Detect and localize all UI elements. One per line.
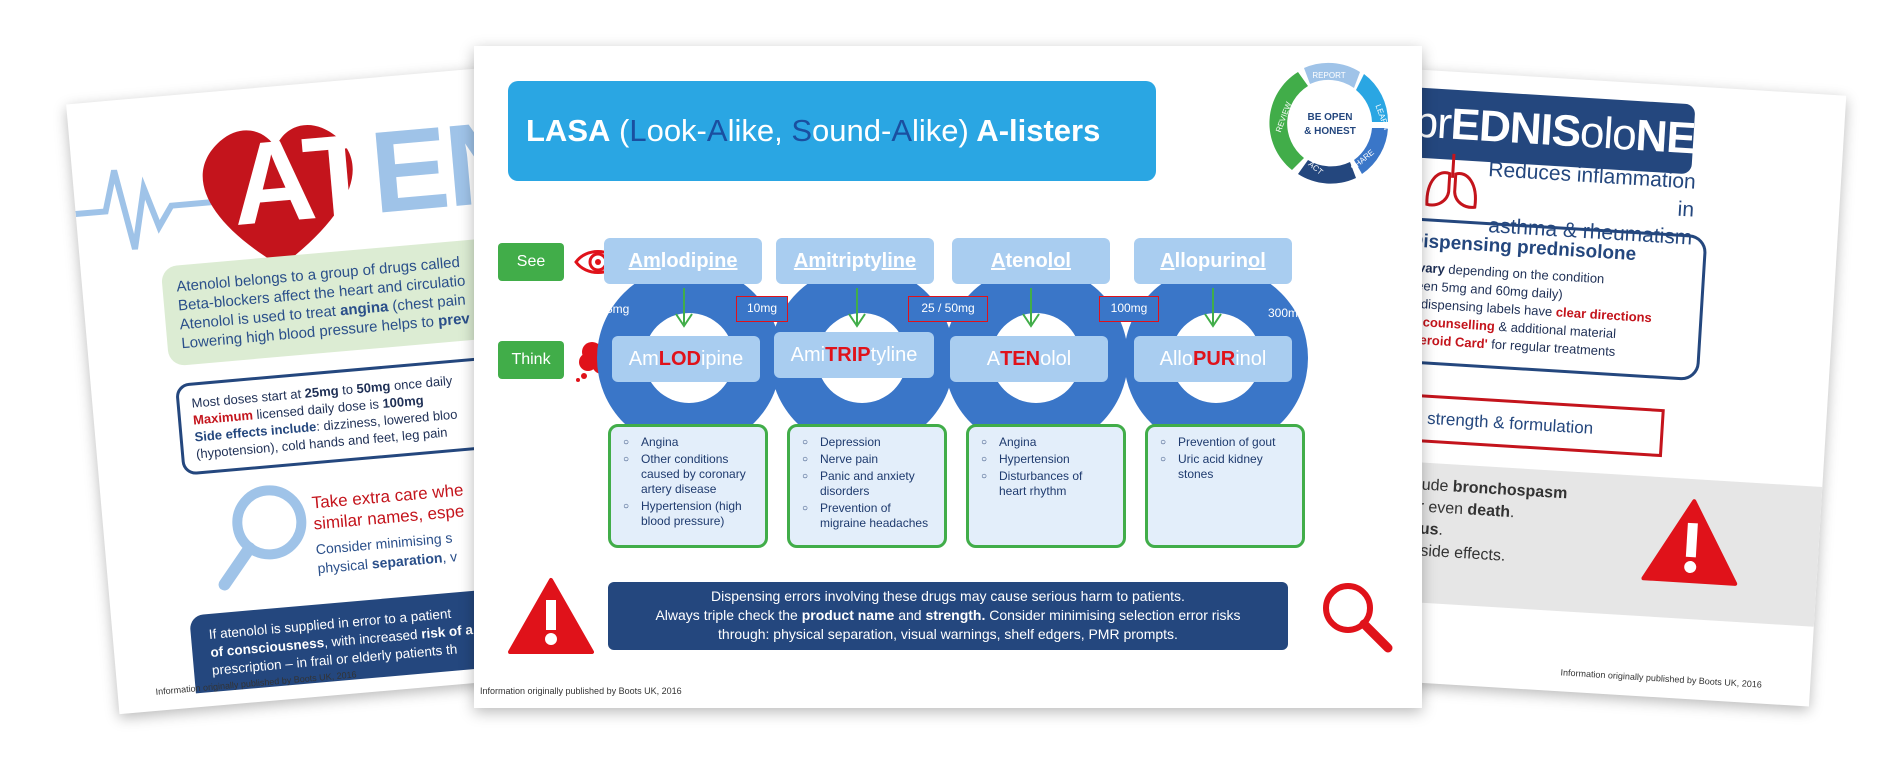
title-part-at: AT (226, 108, 377, 251)
list-item: Prevention of migraine headaches (802, 501, 934, 531)
heartbeat-icon (75, 125, 353, 267)
prednisolone-risk-box: include bronchospasm a or even death. er… (1384, 460, 1823, 627)
warning-triangle-icon (1641, 499, 1738, 586)
drug-name-allopurinol: Allopurinol (1134, 238, 1292, 284)
strength-formulation-box: the strength & formulation (1379, 391, 1665, 458)
drug-name-amitriptyline: Amitriptyline (776, 238, 934, 284)
drug-tallman-amitriptyline: AmiTRIPtyline (774, 332, 934, 378)
down-arrow-icon (1204, 288, 1222, 328)
conditions-amitriptyline: Depression Nerve pain Panic and anxiety … (787, 424, 947, 548)
lasa-poster: LASA (Look-Alike, Sound-Alike) A-listers… (474, 46, 1422, 708)
conditions-atenolol: Angina Hypertension Disturbances of hear… (966, 424, 1126, 548)
dispensing-errors-message: Dispensing errors involving these drugs … (608, 582, 1288, 650)
lungs-icon (1425, 153, 1477, 209)
atenolol-title-area: ATEN (66, 68, 532, 304)
dispensing-prednisolone-box: Dispensing prednisolone s vary depending… (1379, 215, 1708, 382)
magnifier-icon (1323, 583, 1393, 653)
list-item: Depression (802, 435, 934, 450)
prednisolone-poster: prEDNISoloNE Reduces inflammation in ast… (1379, 69, 1847, 707)
warning-triangle-icon (508, 578, 594, 654)
down-arrow-icon (848, 288, 866, 328)
cycle-report-label: REPORT (1312, 71, 1345, 80)
down-arrow-icon (675, 288, 693, 328)
lasa-title: LASA (Look-Alike, Sound-Alike) A-listers (508, 81, 1156, 181)
think-label: Think (498, 341, 564, 379)
list-item: Hypertension (981, 452, 1113, 467)
cycle-center-line1: BE OPEN (1307, 112, 1352, 123)
dose-label: 25 / 50mg (908, 296, 988, 322)
magnifier-icon (218, 485, 307, 591)
list-item: Nerve pain (802, 452, 934, 467)
prednisolone-credit: Information originally published by Boot… (1560, 667, 1763, 690)
conditions-amlodipine: Angina Other conditions caused by corona… (608, 424, 768, 548)
be-open-honest-cycle: REPORT LEARN SHARE ACT REVIEW BE OPEN & … (1269, 62, 1391, 184)
dose-label: 10mg (736, 296, 788, 322)
list-item: Prevention of gout (1160, 435, 1292, 450)
list-item: Hypertension (high blood pressure) (623, 499, 755, 529)
lasa-credit: Information originally published by Boot… (480, 686, 682, 696)
list-item: Angina (623, 435, 755, 450)
down-arrow-icon (1022, 288, 1040, 328)
drug-name-amlodipine: Amlodipine (604, 238, 762, 284)
list-item: Disturbances of heart rhythm (981, 469, 1113, 499)
list-item: Other conditions caused by coronary arte… (623, 452, 755, 497)
drug-tallman-allopurinol: AlloPURinol (1134, 336, 1292, 382)
see-label: See (498, 243, 564, 281)
list-item: Uric acid kidney stones (1160, 452, 1292, 482)
list-item: Angina (981, 435, 1113, 450)
atenolol-poster: ATEN Atenolol belongs to a group of drug… (66, 67, 538, 715)
list-item: Panic and anxiety disorders (802, 469, 934, 499)
drug-tallman-atenolol: ATENolol (950, 336, 1108, 382)
heart-icon (202, 125, 353, 267)
dose-label: 100mg (1099, 296, 1159, 322)
drug-tallman-amlodipine: AmLODipine (612, 336, 760, 382)
dose-label: 5mg (606, 302, 630, 316)
drug-name-atenolol: Atenolol (952, 238, 1110, 284)
cycle-center-line2: & HONEST (1304, 126, 1356, 137)
dose-label: 300mg (1268, 306, 1305, 320)
conditions-allopurinol: Prevention of gout Uric acid kidney ston… (1145, 424, 1305, 548)
